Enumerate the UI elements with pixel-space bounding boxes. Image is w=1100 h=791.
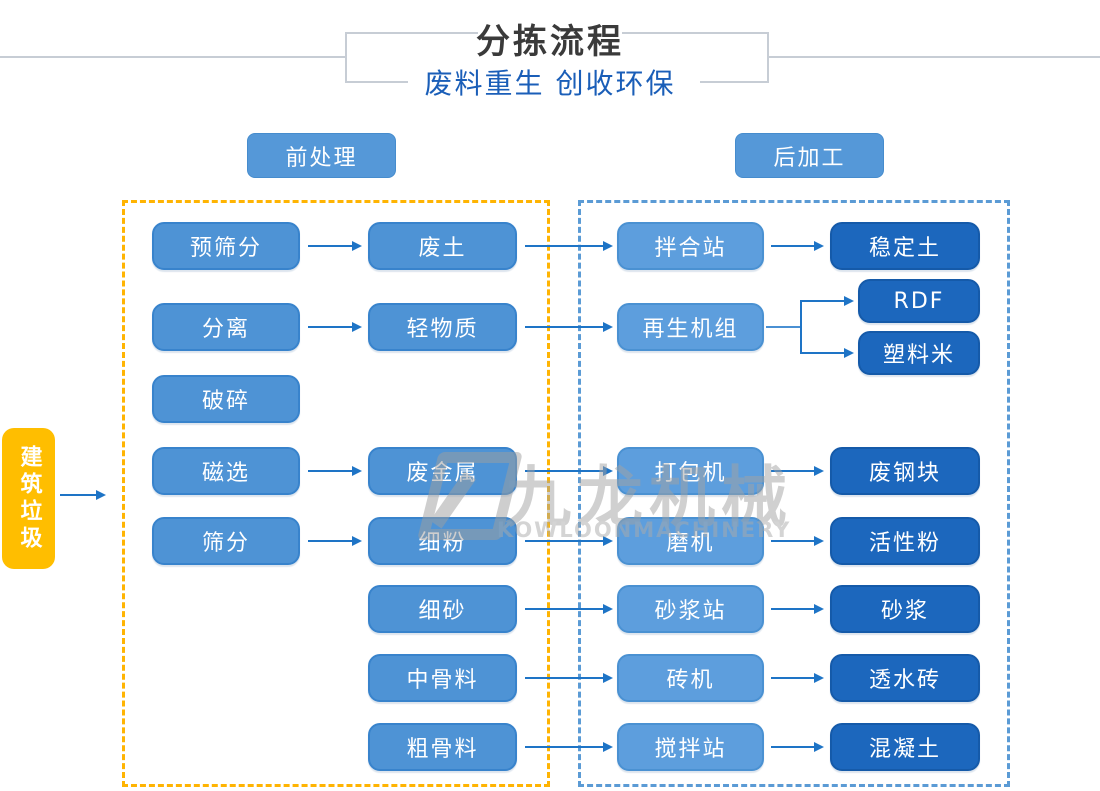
- node-separation: 分离: [152, 303, 300, 351]
- node-mixing-plant: 拌合站: [617, 222, 764, 270]
- flow-arrow: [800, 348, 854, 358]
- flow-arrow: [771, 536, 824, 546]
- node-coarse-aggregate: 粗骨料: [368, 723, 517, 771]
- node-regeneration-unit: 再生机组: [617, 303, 764, 351]
- flow-arrow: [771, 604, 824, 614]
- flow-arrow: [525, 536, 613, 546]
- node-fine-sand: 细砂: [368, 585, 517, 633]
- node-magnetic-separation: 磁选: [152, 447, 300, 495]
- title-frame-line: [345, 32, 347, 83]
- page-subtitle: 废料重生 创收环保: [424, 67, 676, 100]
- section-label-pre-processing: 前处理: [247, 133, 396, 178]
- post-process-region: [578, 200, 1010, 787]
- node-concrete: 混凝土: [830, 723, 980, 771]
- pre-process-region: [122, 200, 550, 787]
- node-active-powder: 活性粉: [830, 517, 980, 565]
- flow-arrow: [60, 490, 106, 500]
- title-frame-line: [345, 32, 478, 34]
- node-construction-waste: 建筑垃圾: [2, 428, 55, 569]
- section-label-post-processing: 后加工: [735, 133, 884, 178]
- node-waste-soil: 废土: [368, 222, 517, 270]
- node-scrap-metal: 废金属: [368, 447, 517, 495]
- node-mortar: 砂浆: [830, 585, 980, 633]
- title-frame-line: [700, 81, 767, 83]
- title-frame-line: [345, 81, 408, 83]
- node-light-material: 轻物质: [368, 303, 517, 351]
- flow-arrow: [308, 241, 362, 251]
- title-frame-line: [0, 56, 345, 58]
- node-permeable-brick: 透水砖: [830, 654, 980, 702]
- flow-arrow: [771, 673, 824, 683]
- node-mill: 磨机: [617, 517, 764, 565]
- flow-arrow: [771, 466, 824, 476]
- node-medium-aggregate: 中骨料: [368, 654, 517, 702]
- title-frame-line: [622, 32, 769, 34]
- flow-arrow: [771, 241, 824, 251]
- flow-arrow: [308, 536, 362, 546]
- node-concrete-mixing-plant: 搅拌站: [617, 723, 764, 771]
- node-screening: 筛分: [152, 517, 300, 565]
- node-mortar-plant: 砂浆站: [617, 585, 764, 633]
- node-baler: 打包机: [617, 447, 764, 495]
- node-pre-screening: 预筛分: [152, 222, 300, 270]
- flow-arrow: [525, 466, 613, 476]
- flow-arrow: [525, 673, 613, 683]
- title-frame-line: [767, 56, 1100, 58]
- flow-arrow: [771, 742, 824, 752]
- flow-arrow: [525, 322, 613, 332]
- branch-connector: [800, 300, 802, 354]
- node-fine-powder: 细粉: [368, 517, 517, 565]
- flow-arrow: [525, 604, 613, 614]
- flow-arrow: [800, 296, 854, 306]
- node-rdf: RDF: [858, 279, 980, 323]
- node-crushing: 破碎: [152, 375, 300, 423]
- page-title: 分拣流程: [476, 22, 624, 62]
- flow-arrow: [308, 322, 362, 332]
- flow-arrow: [308, 466, 362, 476]
- node-brick-machine: 砖机: [617, 654, 764, 702]
- flow-arrow: [525, 241, 613, 251]
- node-scrap-steel: 废钢块: [830, 447, 980, 495]
- branch-connector: [766, 326, 802, 328]
- flow-arrow: [525, 742, 613, 752]
- node-plastic-pellets: 塑料米: [858, 331, 980, 375]
- node-stabilized-soil: 稳定土: [830, 222, 980, 270]
